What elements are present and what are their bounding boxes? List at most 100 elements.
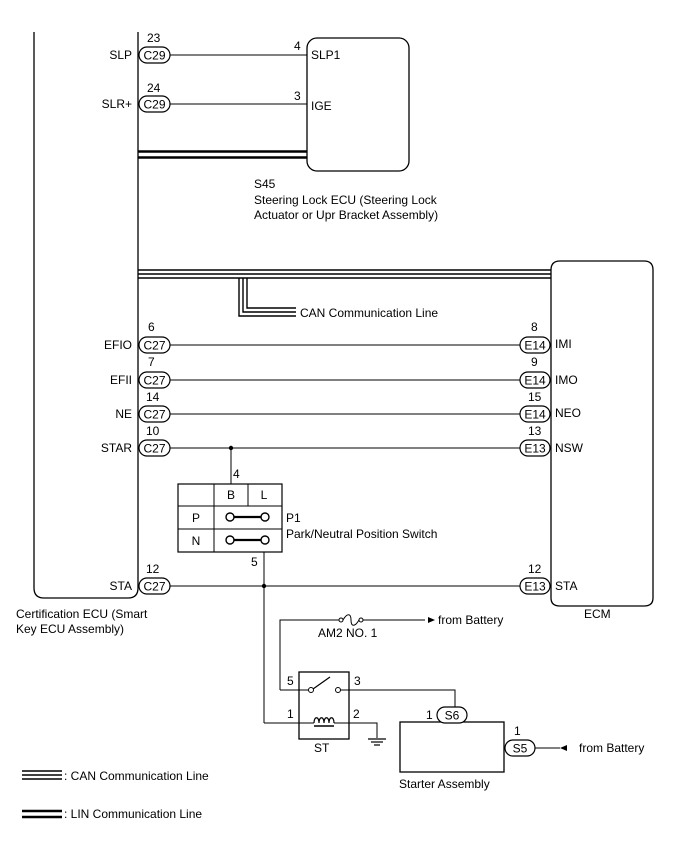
pin-number: 10 (146, 424, 160, 438)
fuse-am2: AM2 NO. 1 from Battery (318, 613, 503, 640)
st-pin-5: 5 (287, 674, 294, 688)
connector-pill (519, 336, 551, 354)
pn-col-b: B (227, 488, 235, 502)
connector-code: C27 (143, 374, 165, 388)
pn-pin-top: 4 (233, 467, 240, 481)
cert-ecu-pin-star: STAR 10 C27 (101, 424, 171, 457)
legend-can: : CAN Communication Line (22, 769, 209, 783)
pin-name: EFIO (104, 338, 132, 352)
st-relay: 5 3 1 2 ST (287, 671, 361, 755)
wires (170, 54, 560, 749)
cert-ecu-caption-line1: Certification ECU (Smart (16, 607, 148, 621)
park-neutral-switch: 4 B L P N 5 P1 Park/Neutral Position Swi… (177, 467, 437, 569)
pn-switch-caption: Park/Neutral Position Switch (286, 527, 437, 541)
st-pin-3: 3 (354, 674, 361, 688)
legend-lin: : LIN Communication Line (22, 807, 202, 821)
connector-pill (519, 371, 551, 389)
fuse-label: AM2 NO. 1 (318, 626, 378, 640)
ecm-pin-imi: 8 E14 IMI (519, 320, 572, 354)
connector-code: E13 (524, 442, 546, 456)
pin-number: 13 (528, 424, 542, 438)
connector-pill (138, 371, 171, 389)
pin-name: IMO (555, 373, 578, 387)
connector-code: C27 (143, 580, 165, 594)
steering-lock-caption-line2: Actuator or Upr Bracket Assembly) (254, 208, 438, 222)
steering-pin-number-ige: 3 (294, 89, 301, 103)
pin-name: SLR+ (102, 97, 132, 111)
pn-col-l: L (261, 488, 268, 502)
cert-ecu-pin-ne: NE 14 C27 (115, 390, 171, 423)
ground-icon (368, 738, 386, 746)
legend-lin-label: : LIN Communication Line (64, 807, 202, 821)
pin-number: 8 (531, 320, 538, 334)
connector-pill (138, 336, 171, 354)
connector-pill (436, 706, 468, 724)
connector-pill (504, 739, 536, 757)
pin-number: 24 (147, 81, 161, 95)
connector-pill (138, 46, 171, 64)
legend-can-label: : CAN Communication Line (64, 769, 209, 783)
pin-name: STAR (101, 441, 132, 455)
arrow-left-icon (428, 617, 435, 623)
pn-row-p: P (192, 511, 200, 525)
st-pin-1: 1 (287, 707, 294, 721)
pin-name: NE (115, 407, 132, 421)
pin-name: STA (110, 579, 132, 593)
ecm (550, 260, 654, 607)
can-communication-bus: CAN Communication Line (138, 269, 551, 320)
connector-pill (138, 577, 171, 595)
lin-communication-line (138, 150, 307, 159)
ecm-caption: ECM (584, 607, 611, 621)
cert-ecu-caption-line2: Key ECU Assembly) (16, 622, 124, 636)
ecm-pin-imo: 9 E14 IMO (519, 355, 578, 389)
pin-name: NSW (555, 441, 584, 455)
pin-name: SLP (109, 48, 132, 62)
connector-pill (519, 577, 551, 595)
can-line-label: CAN Communication Line (300, 306, 438, 320)
ecm-pin-neo: 15 E14 NEO (519, 390, 581, 423)
steering-lock-caption-line1: Steering Lock ECU (Steering Lock (254, 193, 438, 207)
steering-pin-number-slp1: 4 (294, 39, 301, 53)
connector-code: C27 (143, 339, 165, 353)
starter-s5-conn: S5 (513, 742, 528, 756)
connector-pill (138, 405, 171, 423)
arrow-left-icon (560, 745, 567, 751)
cert-ecu-pin-efii: EFII 7 C27 (110, 355, 171, 389)
pn-pin-bottom: 5 (251, 555, 258, 569)
connector-code: E14 (524, 408, 546, 422)
pn-row-n: N (192, 534, 201, 548)
starter-caption: Starter Assembly (399, 777, 490, 791)
connector-code: C27 (143, 408, 165, 422)
pin-number: 23 (147, 31, 161, 45)
connector-code: E13 (524, 580, 546, 594)
starter-s6-pin: 1 (426, 708, 433, 722)
pin-number: 9 (531, 355, 538, 369)
cert-ecu-pin-slr: SLR+ 24 C29 (102, 81, 171, 113)
connector-code: C29 (143, 98, 165, 112)
starter-s6-conn: S6 (445, 709, 460, 723)
connector-code: E14 (524, 374, 546, 388)
ecm-pin-nsw: 13 E13 NSW (519, 424, 584, 457)
pin-number: 15 (528, 390, 542, 404)
pin-number: 12 (528, 562, 542, 576)
starter-assembly: 1 S6 1 S5 from Battery Starter Assembly (399, 706, 644, 791)
ecm-pin-sta: 12 E13 STA (519, 562, 577, 595)
pin-number: 7 (148, 355, 155, 369)
cert-ecu-pin-sta: STA 12 C27 (110, 562, 171, 595)
fuse-from-battery: from Battery (438, 613, 503, 627)
connector-code: C27 (143, 442, 165, 456)
pin-name: NEO (555, 406, 581, 420)
connector-pill (138, 439, 171, 457)
pin-number: 6 (148, 320, 155, 334)
connector-pill (519, 439, 551, 457)
st-pin-2: 2 (353, 707, 360, 721)
pn-switch-code: P1 (286, 511, 301, 525)
steering-pin-name-ige: IGE (311, 99, 332, 113)
pin-name: STA (555, 579, 577, 593)
steering-lock-code: S45 (254, 177, 276, 191)
connector-code: C29 (143, 49, 165, 63)
connector-pill (519, 405, 551, 423)
pin-number: 14 (146, 390, 160, 404)
steering-pin-name-slp1: SLP1 (311, 48, 341, 62)
